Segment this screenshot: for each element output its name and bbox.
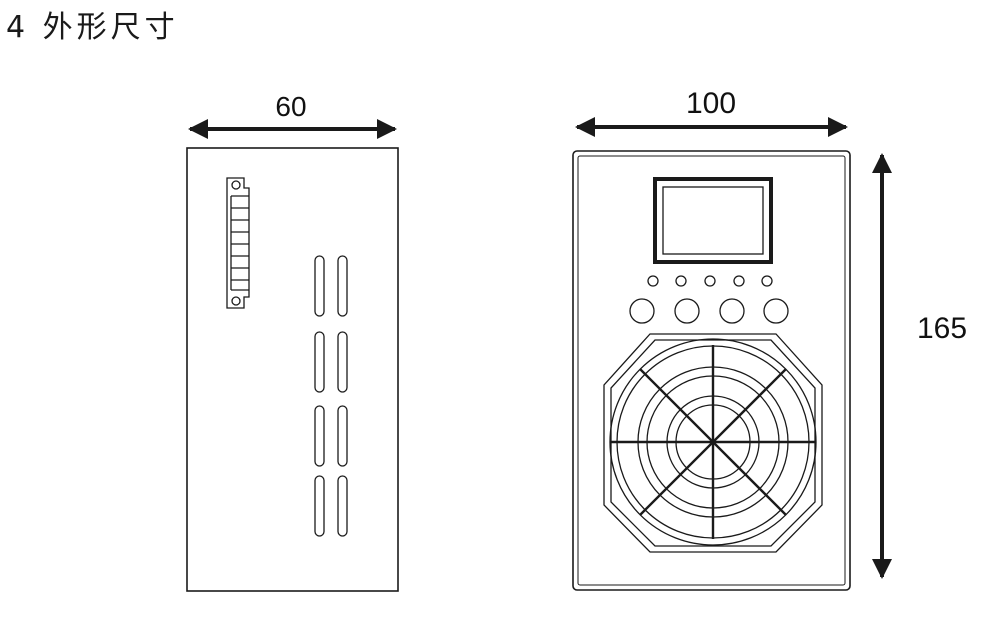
vent-slot [314, 475, 325, 537]
indicator-led [704, 275, 716, 287]
control-button [674, 298, 700, 324]
side-view [186, 147, 399, 592]
vent-slot [314, 405, 325, 467]
front-height-label: 165 [917, 312, 967, 345]
section-heading: 4 外形尺寸 [6, 10, 179, 45]
indicator-led [675, 275, 687, 287]
vent-slot [337, 255, 348, 317]
indicator-led [733, 275, 745, 287]
front-view-inner-border [577, 155, 846, 586]
control-button [763, 298, 789, 324]
front-view [572, 150, 851, 591]
vent-slot [337, 475, 348, 537]
fan-icon [603, 333, 823, 553]
indicator-led [647, 275, 659, 287]
vent-slot [337, 331, 348, 393]
display-screen [653, 177, 773, 264]
indicator-leds [647, 275, 773, 287]
terminal-block [226, 177, 250, 309]
indicator-led [761, 275, 773, 287]
control-buttons [629, 298, 789, 324]
front-view-body [572, 150, 851, 591]
vent-slot [314, 331, 325, 393]
side-width-label: 60 [275, 91, 306, 122]
vent-slot [314, 255, 325, 317]
control-button [719, 298, 745, 324]
control-button [629, 298, 655, 324]
front-width-label: 100 [686, 87, 736, 120]
side-view-body [186, 147, 399, 592]
vent-slot [337, 405, 348, 467]
vent-slots [314, 255, 348, 537]
